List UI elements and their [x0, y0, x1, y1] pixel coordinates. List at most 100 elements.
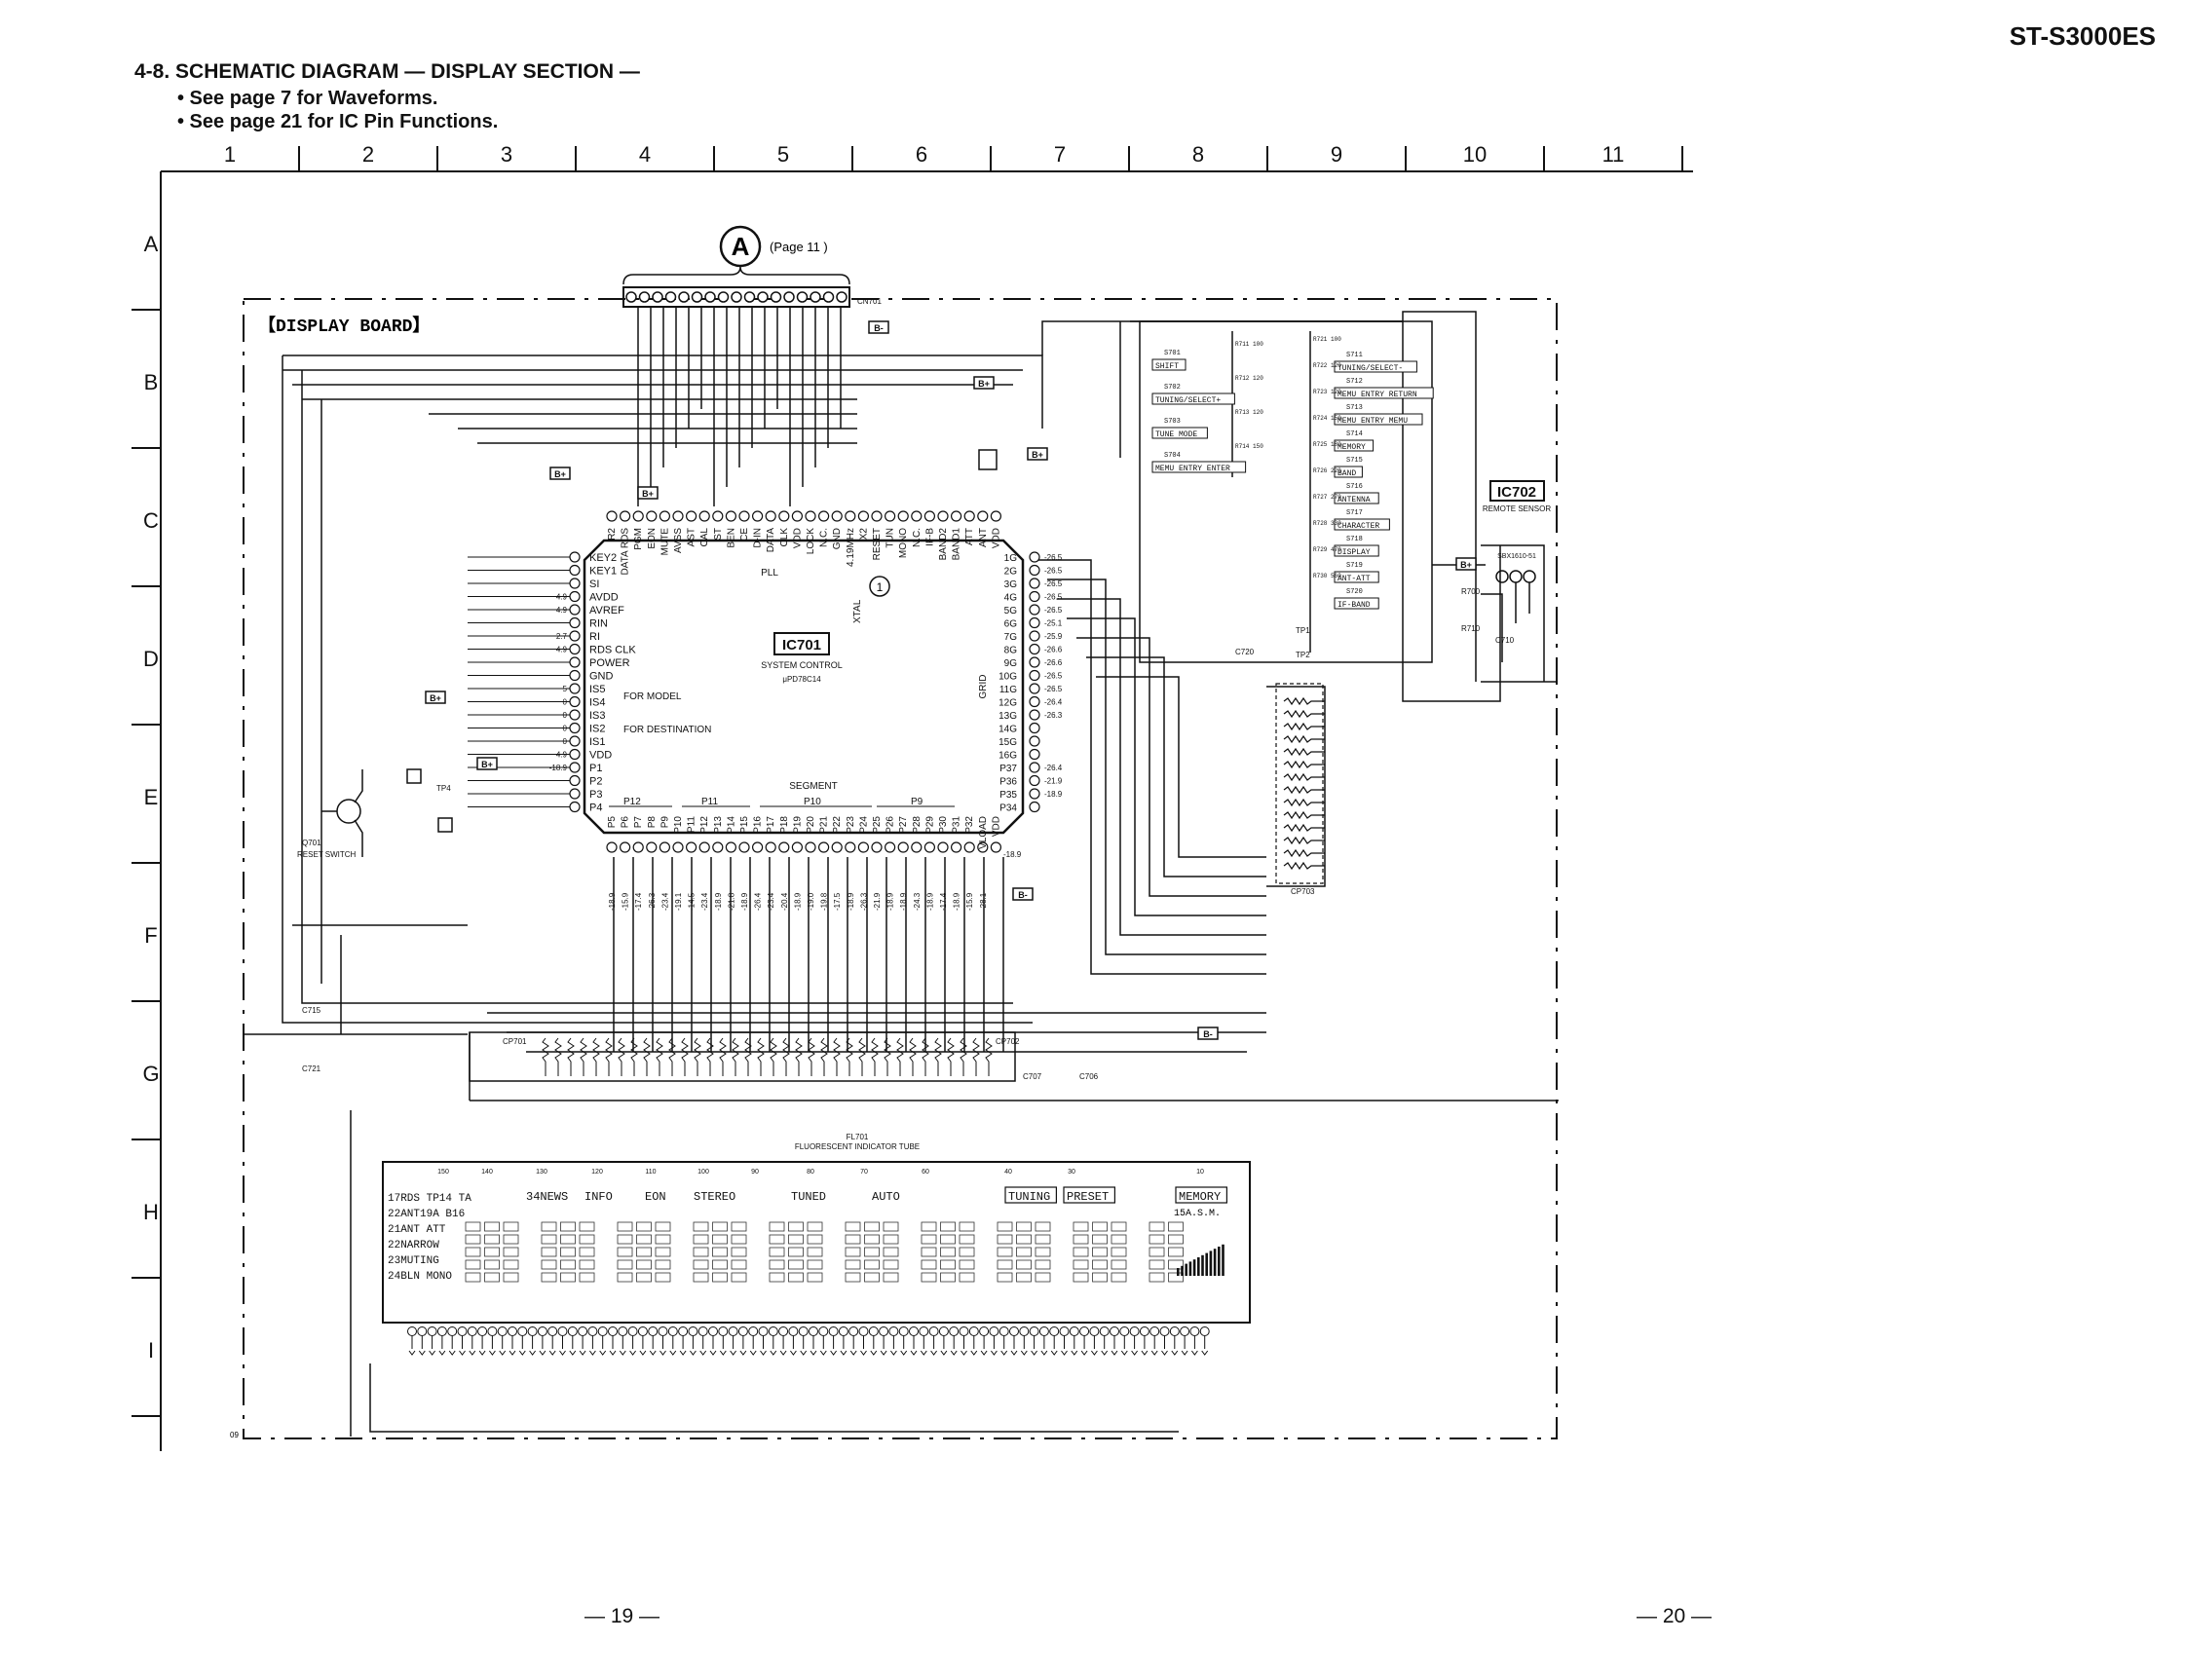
ic701-top-pin — [884, 510, 896, 522]
switch-button — [1334, 466, 1363, 478]
b-minus-1: B- — [874, 323, 884, 333]
fl701-pin — [1059, 1326, 1070, 1336]
ic701-top-pin-label: BEN — [726, 528, 736, 548]
ic701-bottom-pin — [911, 841, 923, 853]
fl701-scale-label: 100 — [697, 1169, 709, 1176]
b-minus-2: B- — [1018, 890, 1028, 900]
ic701-bottom-pin-label: P17 — [766, 816, 776, 834]
ic701-bottom-pin — [791, 841, 804, 853]
c721-label: C721 — [302, 1064, 321, 1073]
ic701-top-pin-label: N.C. — [819, 528, 830, 547]
ic701-right-pin — [1029, 630, 1040, 642]
ic701-right-pin — [1029, 669, 1040, 682]
switch-button — [1334, 571, 1379, 583]
ic701-right-pin — [1029, 578, 1040, 589]
ic701-bottom-pin-value: -18.9 — [925, 892, 934, 911]
ic701-left-pin — [569, 578, 581, 589]
ic701-bottom-pin-label: P13 — [713, 816, 724, 834]
ic701-top-pin-label: MUTE — [659, 528, 670, 556]
ic701-bottom-pin-label: P11 — [687, 816, 697, 833]
fl701-pin — [1069, 1326, 1079, 1336]
fl701-pin — [748, 1326, 759, 1336]
ic701-right-pin-label: 14G — [998, 725, 1017, 735]
ic701-bottom-pin — [923, 841, 936, 853]
fl701-pin — [1089, 1326, 1100, 1336]
fl701-pin — [436, 1326, 447, 1336]
ic701-top-pin — [937, 510, 949, 522]
switch-label: TUNING/SELECT+ — [1155, 396, 1221, 405]
switch-resistor: R730 560 — [1313, 573, 1341, 579]
ic701-left-pin — [569, 656, 581, 668]
switch-resistor: R721 100 — [1313, 336, 1341, 343]
fl701-pin — [447, 1326, 458, 1336]
fl-asm-label: 15A.S.M. — [1174, 1209, 1221, 1219]
vload-value: -18.9 — [1003, 850, 1022, 859]
ic701-top-pin-label: DATA — [766, 528, 776, 553]
ic701-top-pin-label: GND — [832, 528, 843, 549]
fl701-pin — [1038, 1326, 1049, 1336]
ic701-bottom-pin — [963, 841, 975, 853]
switch-button — [1334, 597, 1379, 610]
ic701-bottom-pin-value: -23.4 — [700, 892, 709, 911]
switch-resistor: R728 330 — [1313, 520, 1341, 527]
b-plus-6: B+ — [481, 760, 493, 769]
ic701-bottom-pin-label: VDD — [991, 816, 1001, 837]
ic701-left-pin-label: P2 — [589, 776, 602, 788]
ic701-right-pin-label: 2G — [1004, 567, 1018, 578]
ic701-top-pin-label: AST — [687, 528, 697, 546]
ic701-right-pin — [1029, 762, 1040, 773]
tp2-label: TP2 — [1296, 651, 1310, 659]
ic701-top-pin — [950, 510, 962, 522]
fl701-indicator: 34NEWS — [526, 1190, 568, 1204]
ic701-bottom-pin-label: P26 — [885, 816, 896, 834]
ic701-bottom-pin — [897, 841, 909, 853]
ic701-left-pin-label: AVDD — [589, 592, 619, 604]
r710-label: R710 — [1461, 624, 1481, 633]
ic701-bottom-pin — [646, 841, 658, 853]
cn701-pin — [638, 291, 651, 303]
ic701-top-pin-label: N.C. — [912, 528, 923, 547]
ic701-bottom-pin — [619, 841, 631, 853]
switch-resistor: R723 120 — [1313, 389, 1341, 395]
ic701-left-pin — [569, 762, 581, 773]
fl701-left-label: 22NARROW — [388, 1240, 439, 1251]
ic701-right-pin-label: 5G — [1004, 606, 1018, 616]
cp702-label: CP702 — [996, 1037, 1020, 1046]
fl701-pin — [467, 1326, 477, 1336]
cn701-block — [622, 286, 850, 308]
ic701-bottom-pin — [751, 841, 764, 853]
ic701-right-pin-label: 3G — [1004, 579, 1018, 590]
ic701-bottom-pin-value: -19.1 — [674, 892, 683, 911]
ic701-bottom-pin-label: P5 — [607, 816, 618, 829]
ic701-bottom-pin — [725, 841, 737, 853]
switch-label: IF-BAND — [1337, 601, 1371, 610]
ic701-right-pin-label: P34 — [999, 803, 1017, 814]
switch-ref: S712 — [1346, 378, 1363, 386]
ic701-bottom-pin-label: P10 — [673, 816, 684, 834]
ic701-bottom-pin-label: P19 — [792, 816, 803, 834]
reset-switch-label: RESET SWITCH — [297, 850, 357, 859]
ic701-bottom-pin-label: P27 — [898, 816, 909, 834]
ic701-right-pin-label: 6G — [1004, 619, 1018, 630]
fl701-pin — [527, 1326, 538, 1336]
ic701-top-pin — [685, 510, 697, 522]
fl701-scale-label: 110 — [645, 1169, 656, 1176]
ic701-bottom-pin-label: P9 — [659, 816, 670, 829]
fl701-pin — [919, 1326, 929, 1336]
cn701-pin — [717, 291, 730, 303]
switch-label: TUNE MODE — [1155, 430, 1197, 439]
column-1: 1 — [223, 142, 237, 167]
fl701-pin — [718, 1326, 729, 1336]
fl701-pin — [879, 1326, 889, 1336]
ic701-top-pin-label: X2 — [858, 528, 869, 541]
ic701-bottom-pin — [606, 841, 618, 853]
switch-label: BAND — [1337, 469, 1356, 478]
ic701-bottom-pin-label: P7 — [633, 816, 644, 829]
ic701-top-pin-label: R2 — [607, 528, 618, 541]
ic701-top-pin-label: EON — [647, 528, 658, 549]
ic701-bottom-pin-value: -15.9 — [965, 892, 974, 911]
fl701-pin — [637, 1326, 648, 1336]
ic701-top-pin — [606, 510, 618, 522]
fl701-scale-label: 30 — [1068, 1169, 1075, 1176]
switch-ref: S719 — [1346, 562, 1363, 570]
